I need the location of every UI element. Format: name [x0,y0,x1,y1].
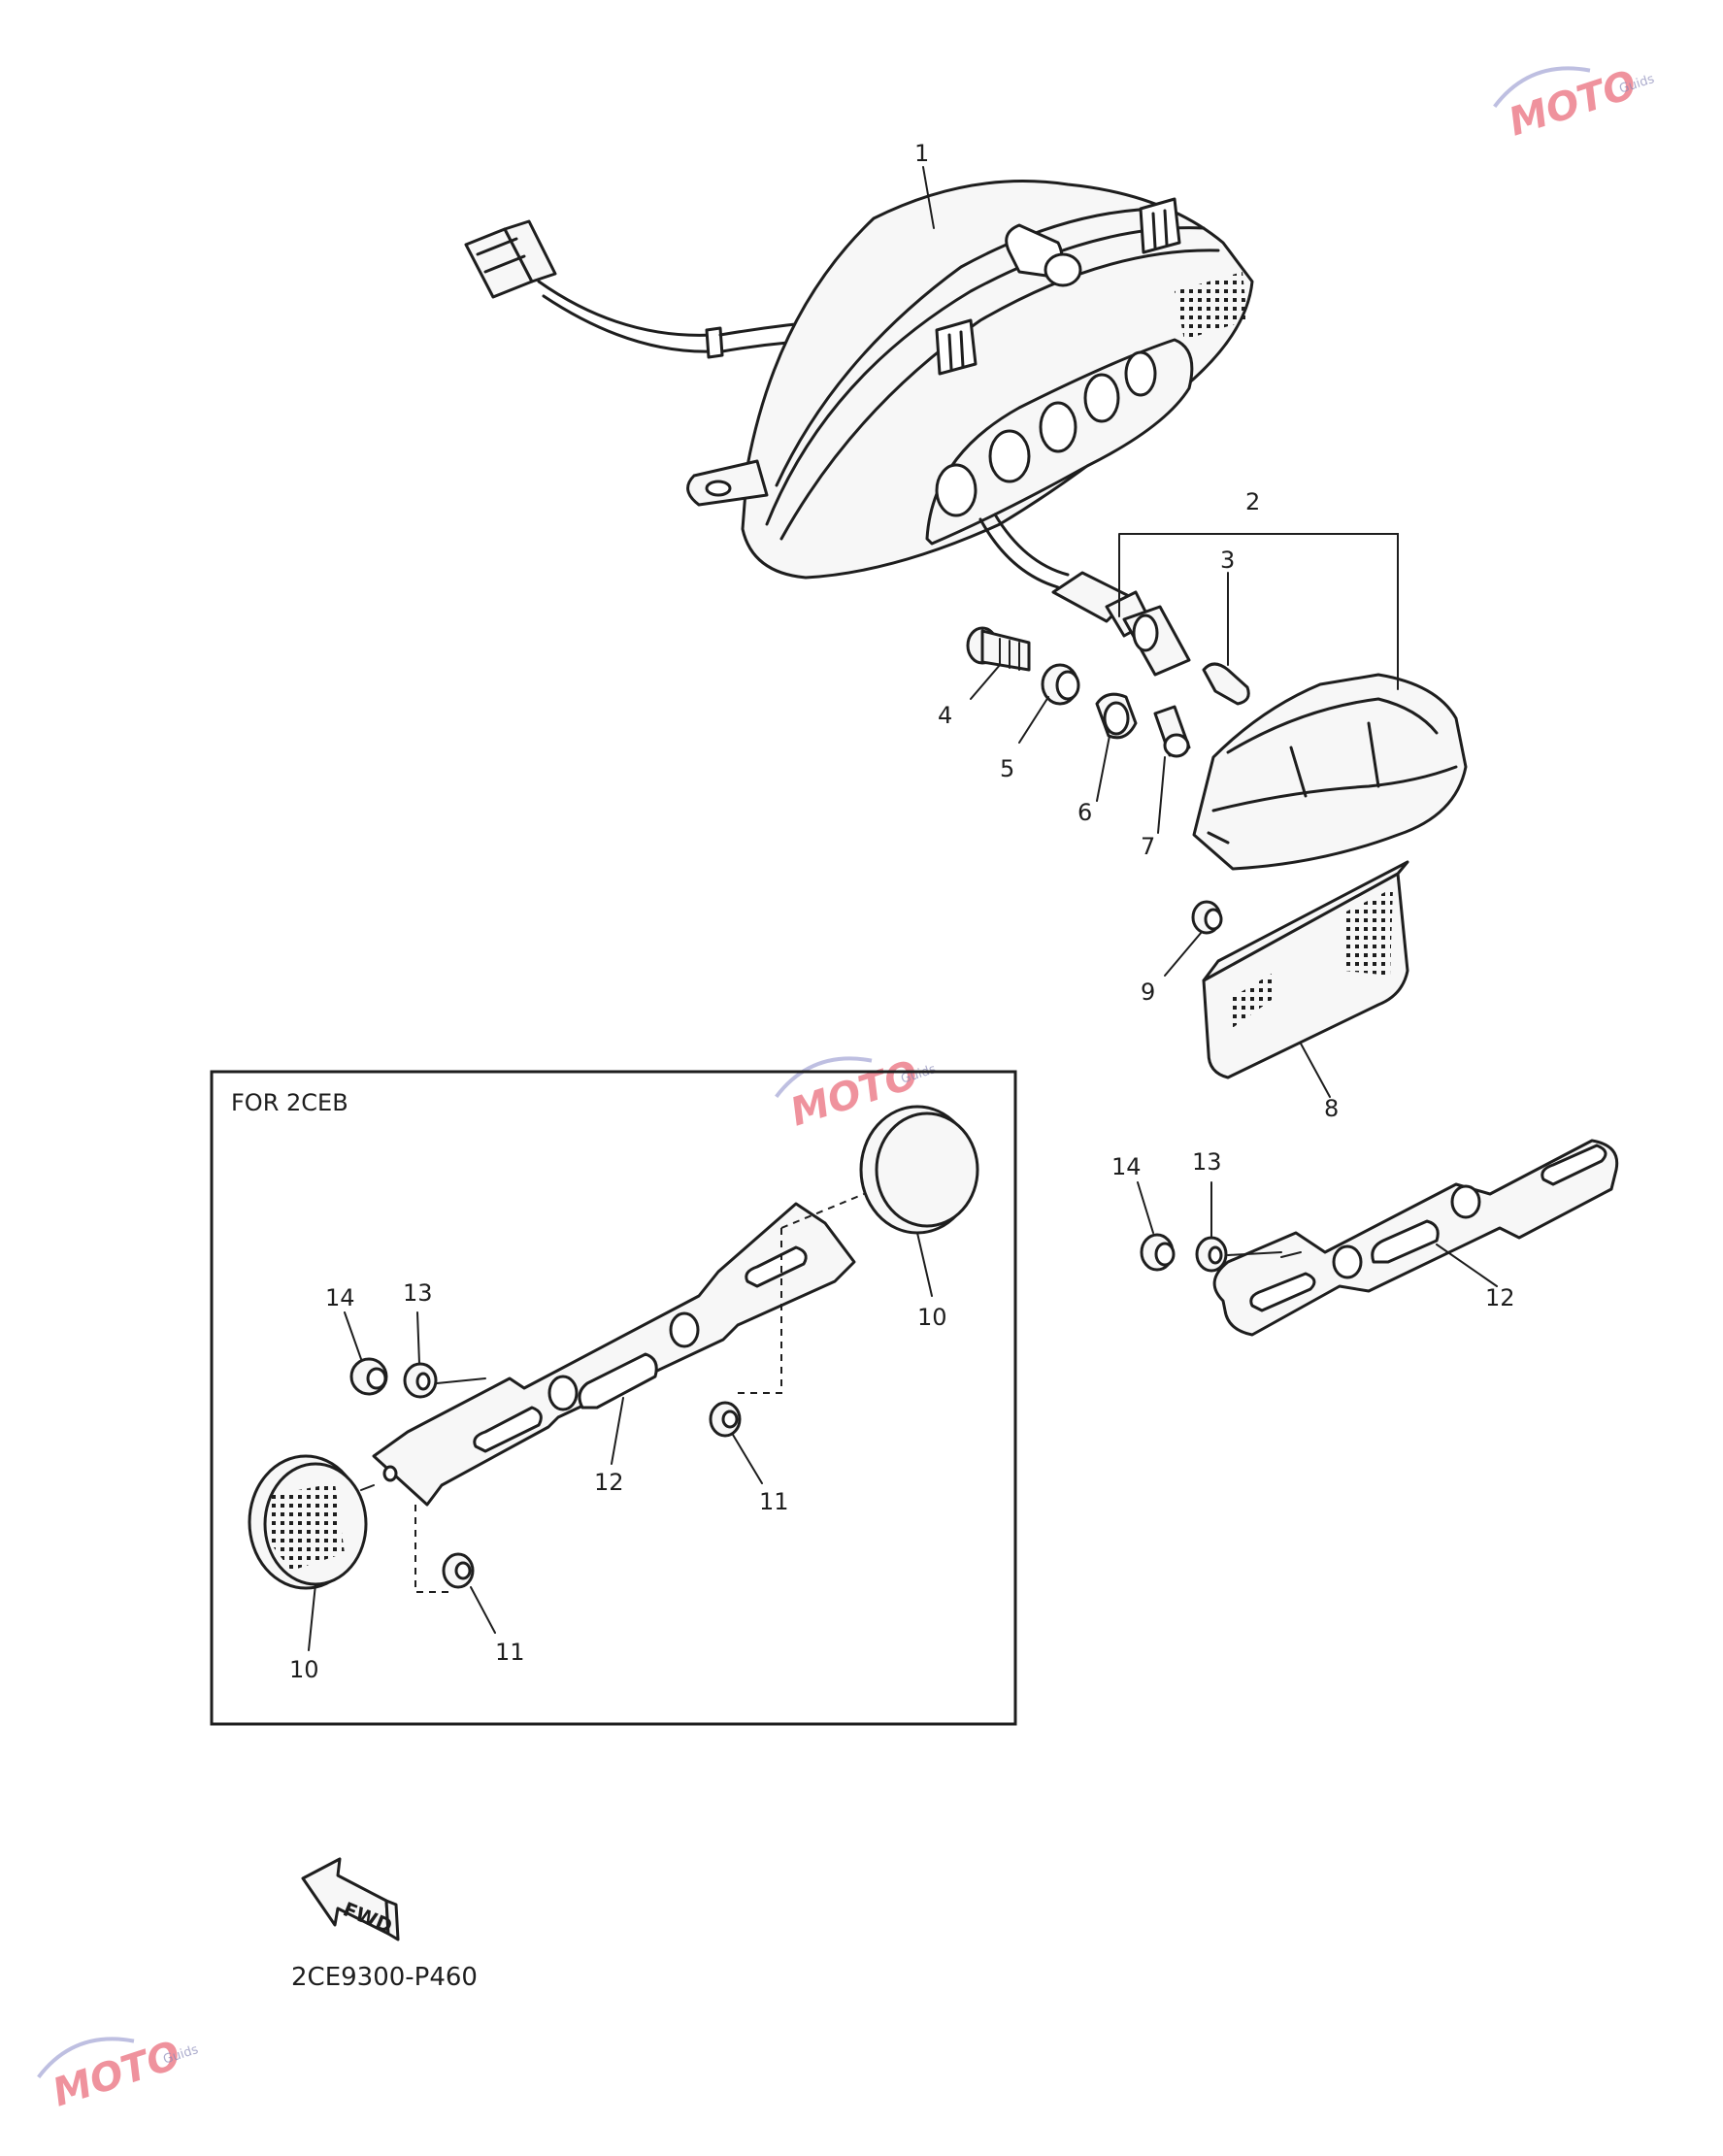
inset-callout-13: 13 [403,1279,433,1307]
nut-inset-11-center [709,1401,742,1438]
wire-connector [464,219,557,299]
inset-callout-10-right: 10 [917,1304,947,1331]
lens-cover [1192,673,1468,871]
bulb [1202,662,1250,706]
wire-break [705,326,724,359]
bulb-socket [1051,571,1191,677]
inset-for-2ceb: FOR 2CEB [210,1070,1017,1726]
grommet-part-6 [1095,692,1138,740]
watermark-text: MOTO [48,2033,186,2115]
clip-left [935,318,977,376]
washer-inset-13 [403,1362,486,1399]
callout-12: 12 [1485,1284,1515,1311]
inset-callout-14: 14 [325,1284,355,1311]
inset-title: FOR 2CEB [231,1089,348,1116]
clip-right [1139,197,1181,254]
callout-7: 7 [1141,833,1155,860]
round-reflector-left [248,1454,375,1590]
callout-9: 9 [1141,978,1155,1006]
callout-2: 2 [1245,488,1260,515]
collar-part-5 [1041,663,1080,706]
drawing-code: 2CE9300-P460 [291,1963,478,1992]
callout-1: 1 [914,140,929,167]
watermark-top-right: MOTO Guids [1493,62,1656,146]
license-bracket-main [1212,1139,1619,1337]
collar-nut-inset-14 [349,1357,388,1396]
nut-inset-11-left [442,1552,475,1589]
wire [537,280,715,337]
inset-frame [210,1070,1017,1726]
license-bracket-inset [372,1202,856,1507]
inset-callout-12: 12 [594,1469,624,1496]
dash-line-left [414,1505,451,1593]
callout-3: 3 [1220,547,1235,574]
reflector-texture [1175,272,1247,340]
wire-edge [542,294,715,353]
watermark-bottom-left: MOTO Guids [37,2033,200,2116]
dash-line-right [780,1193,865,1229]
leader-lines-main [922,166,1498,1287]
callout-4: 4 [938,702,952,729]
inset-callout-11-left: 11 [495,1639,525,1666]
screw-part-4 [966,626,1031,672]
callouts-main: 1 2 3 4 5 6 7 8 9 12 14 13 [914,140,1515,1311]
callout-8: 8 [1324,1095,1339,1122]
callout-6: 6 [1077,799,1092,826]
callout-13: 13 [1192,1148,1222,1176]
nut-part-9 [1191,900,1223,935]
watermark-text: MOTO [1504,62,1642,145]
inset-callout-10-left: 10 [289,1656,319,1683]
inset-callout-11-center: 11 [759,1488,789,1515]
dash-line-center [738,1228,782,1394]
bulb-socket-top [1005,223,1082,287]
collar-nut-main-14 [1140,1233,1176,1272]
callout-5: 5 [1000,755,1014,782]
fwd-arrow: FWD [301,1857,400,1941]
tail-light-assembly [464,180,1254,589]
reflector-part-8 [1202,860,1409,1079]
callout-14: 14 [1111,1153,1142,1180]
round-reflector-right [859,1105,979,1235]
nut-clip-part-7 [1153,705,1191,758]
